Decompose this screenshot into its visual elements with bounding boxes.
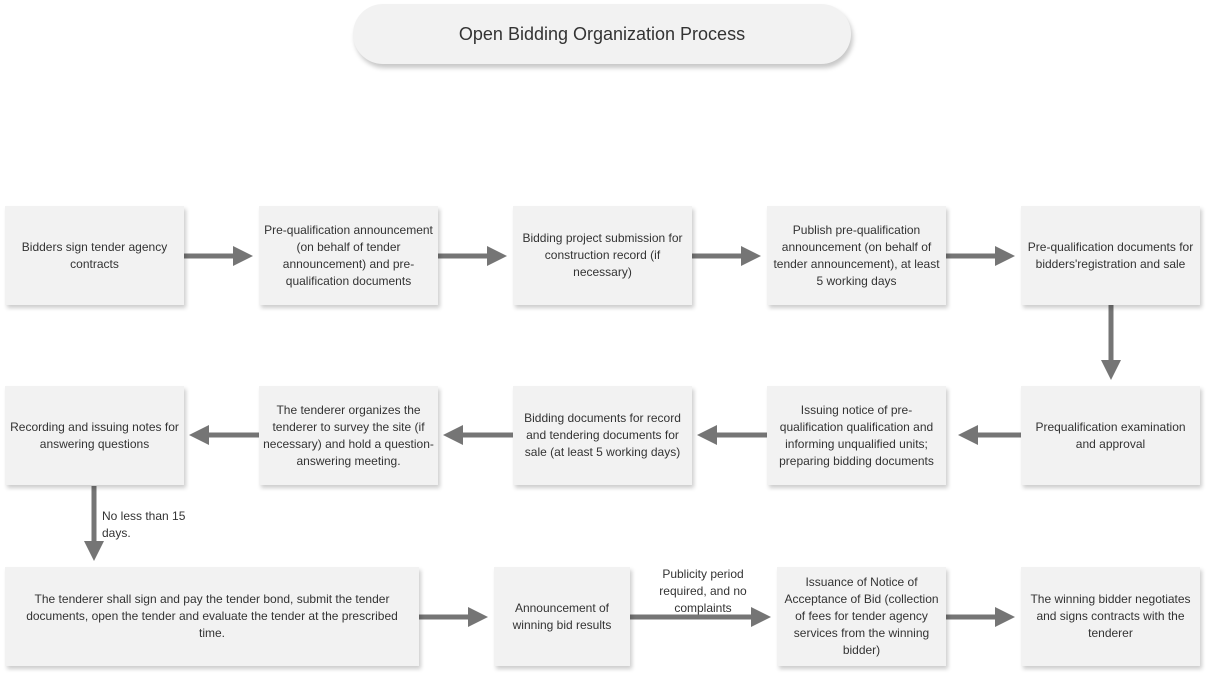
- node-sign-agency-contracts: Bidders sign tender agency contracts: [5, 206, 184, 305]
- node-prequalification-examination: Prequalification examination and approva…: [1021, 386, 1200, 485]
- node-prequalification-announcement: Pre-qualification announcement (on behal…: [259, 206, 438, 305]
- edge-label-no-less-than-15-days: No less than 15 days.: [102, 509, 186, 540]
- node-documents-registration-sale: Pre-qualification documents for bidders'…: [1021, 206, 1200, 305]
- node-winning-bid-announcement: Announcement of winning bid results: [494, 567, 630, 666]
- node-tender-bond-evaluation: The tenderer shall sign and pay the tend…: [5, 567, 419, 666]
- node-site-survey-meeting: The tenderer organizes the tenderer to s…: [259, 386, 438, 485]
- node-publish-announcement: Publish pre-qualification announcement (…: [767, 206, 946, 305]
- node-project-submission: Bidding project submission for construct…: [513, 206, 692, 305]
- node-negotiate-sign-contracts: The winning bidder negotiates and signs …: [1021, 567, 1200, 666]
- diagram-title: Open Bidding Organization Process: [353, 4, 851, 64]
- node-issuing-notice: Issuing notice of pre-qualification qual…: [767, 386, 946, 485]
- node-notice-of-acceptance: Issuance of Notice of Acceptance of Bid …: [777, 567, 946, 666]
- edge-label-publicity-period: Publicity period required, and no compla…: [659, 567, 747, 615]
- node-bidding-documents-record: Bidding documents for record and tenderi…: [513, 386, 692, 485]
- node-answering-notes: Recording and issuing notes for answerin…: [5, 386, 184, 485]
